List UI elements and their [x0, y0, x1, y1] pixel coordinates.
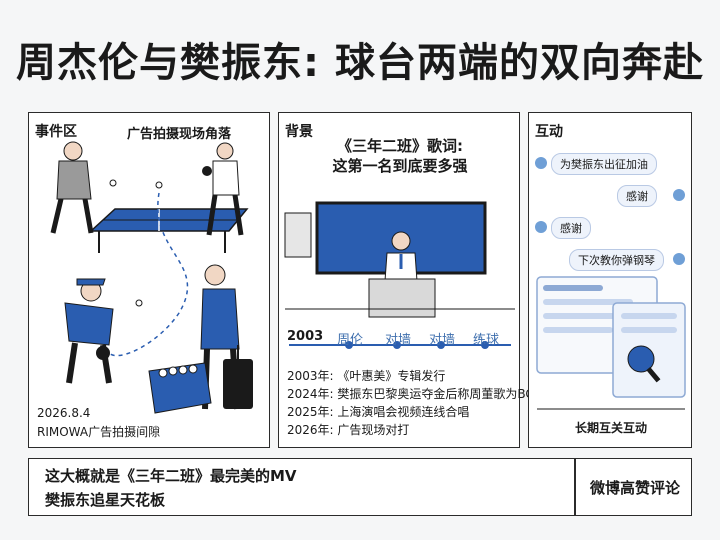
page-title: 周杰伦与樊振东: 球台两端的双向奔赴	[16, 40, 704, 86]
event-date: 2026.8.4	[37, 406, 91, 420]
suitcase-icon	[223, 359, 253, 409]
chat-bubble: 下次教你弹钢琴	[569, 249, 664, 271]
milestone-item: 2003年: 《叶惠美》专辑发行	[287, 369, 446, 383]
chat-bubble: 感谢	[617, 185, 657, 207]
timeline-label: 对墙	[385, 333, 412, 348]
player-right-head	[216, 142, 234, 160]
lyric-title: 《三年二班》歌词:	[337, 137, 463, 155]
avatar	[673, 253, 685, 265]
divider	[574, 459, 576, 515]
paddle-icon	[627, 345, 655, 373]
podium	[368, 278, 436, 318]
comment-bar: 这大概就是《三年二班》最完美的MV 樊振东追星天花板 微博高赞评论	[28, 458, 692, 516]
avatar	[673, 189, 685, 201]
avatar	[535, 157, 547, 169]
background-heading: 背景	[285, 124, 313, 140]
player-left-body	[56, 160, 92, 200]
timeline-label: 对墙	[429, 333, 456, 348]
comment-line-2: 樊振东追星天花板	[45, 491, 166, 509]
milestone-item: 2026年: 广告现场对打	[287, 423, 410, 437]
social-feed-illustration	[536, 276, 686, 410]
interaction-footer: 长期互关互动	[574, 421, 647, 435]
timeline-label: 练球	[473, 333, 500, 348]
timeline-label: 周伦	[337, 333, 364, 348]
classroom-illustration	[284, 201, 515, 349]
comment-source: 微博高赞评论	[589, 478, 680, 497]
chat-bubble: 为樊振东出征加油	[551, 153, 657, 175]
event-caption: RIMOWA广告拍摄间隙	[37, 425, 161, 439]
player-left-head	[63, 141, 83, 161]
comment-line-1: 这大概就是《三年二班》最完美的MV	[45, 467, 297, 485]
person-bottom-left-body	[64, 302, 114, 346]
avatar	[535, 221, 547, 233]
player-right-body	[212, 160, 240, 196]
ping-pong-scene-illustration	[50, 141, 253, 414]
background-panel: 背景 《三年二班》歌词: 这第一名到底要多强 2003 周伦 对墙 对墙 练球 …	[278, 112, 545, 448]
interaction-panel: 互动 为樊振东出征加油 感谢 感谢 下次教你弹钢琴 长期互关互动	[528, 112, 692, 448]
timeline-start-year: 2003	[287, 329, 324, 344]
teacher-head	[391, 231, 411, 251]
lyric-line: 这第一名到底要多强	[332, 157, 468, 175]
scene-label: 广告拍摄现场角落	[127, 127, 232, 142]
paddle-icon	[202, 166, 212, 176]
events-panel: 事件区 广告拍摄现场角落	[28, 112, 270, 448]
interaction-heading: 互动	[535, 124, 563, 140]
events-heading: 事件区	[35, 124, 77, 140]
milestone-item: 2024年: 樊振东巴黎奥运夺金后称周董歌为BGM	[287, 387, 546, 401]
person-bottom-right-body	[200, 288, 240, 350]
milestone-item: 2025年: 上海演唱会视频连线合唱	[287, 405, 470, 419]
chat-bubble: 感谢	[551, 217, 591, 239]
